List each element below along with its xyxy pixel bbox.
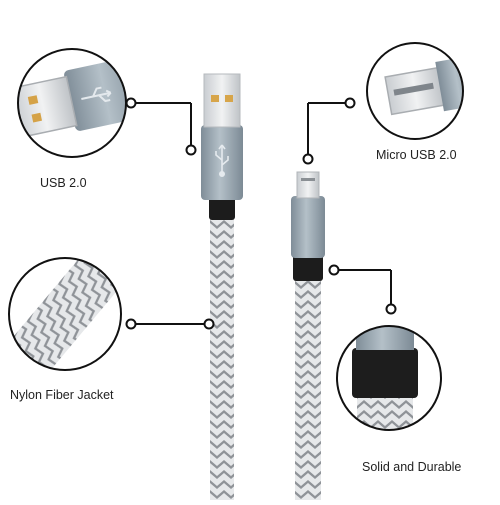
micro-usb-cable (291, 171, 325, 500)
usb-a-zoom-circle (17, 48, 127, 158)
usb-icon (215, 144, 229, 178)
label-usb: USB 2.0 (40, 176, 87, 190)
label-nylon-jacket: Nylon Fiber Jacket (10, 388, 114, 402)
durable-zoom-circle (336, 325, 442, 431)
nylon-zoom-circle (8, 257, 122, 371)
usb-a-cable (201, 73, 243, 500)
label-solid-durable: Solid and Durable (362, 460, 462, 474)
callout-lines (125, 97, 397, 330)
label-micro-usb: Micro USB 2.0 (376, 148, 457, 162)
micro-usb-zoom-circle (366, 42, 464, 140)
